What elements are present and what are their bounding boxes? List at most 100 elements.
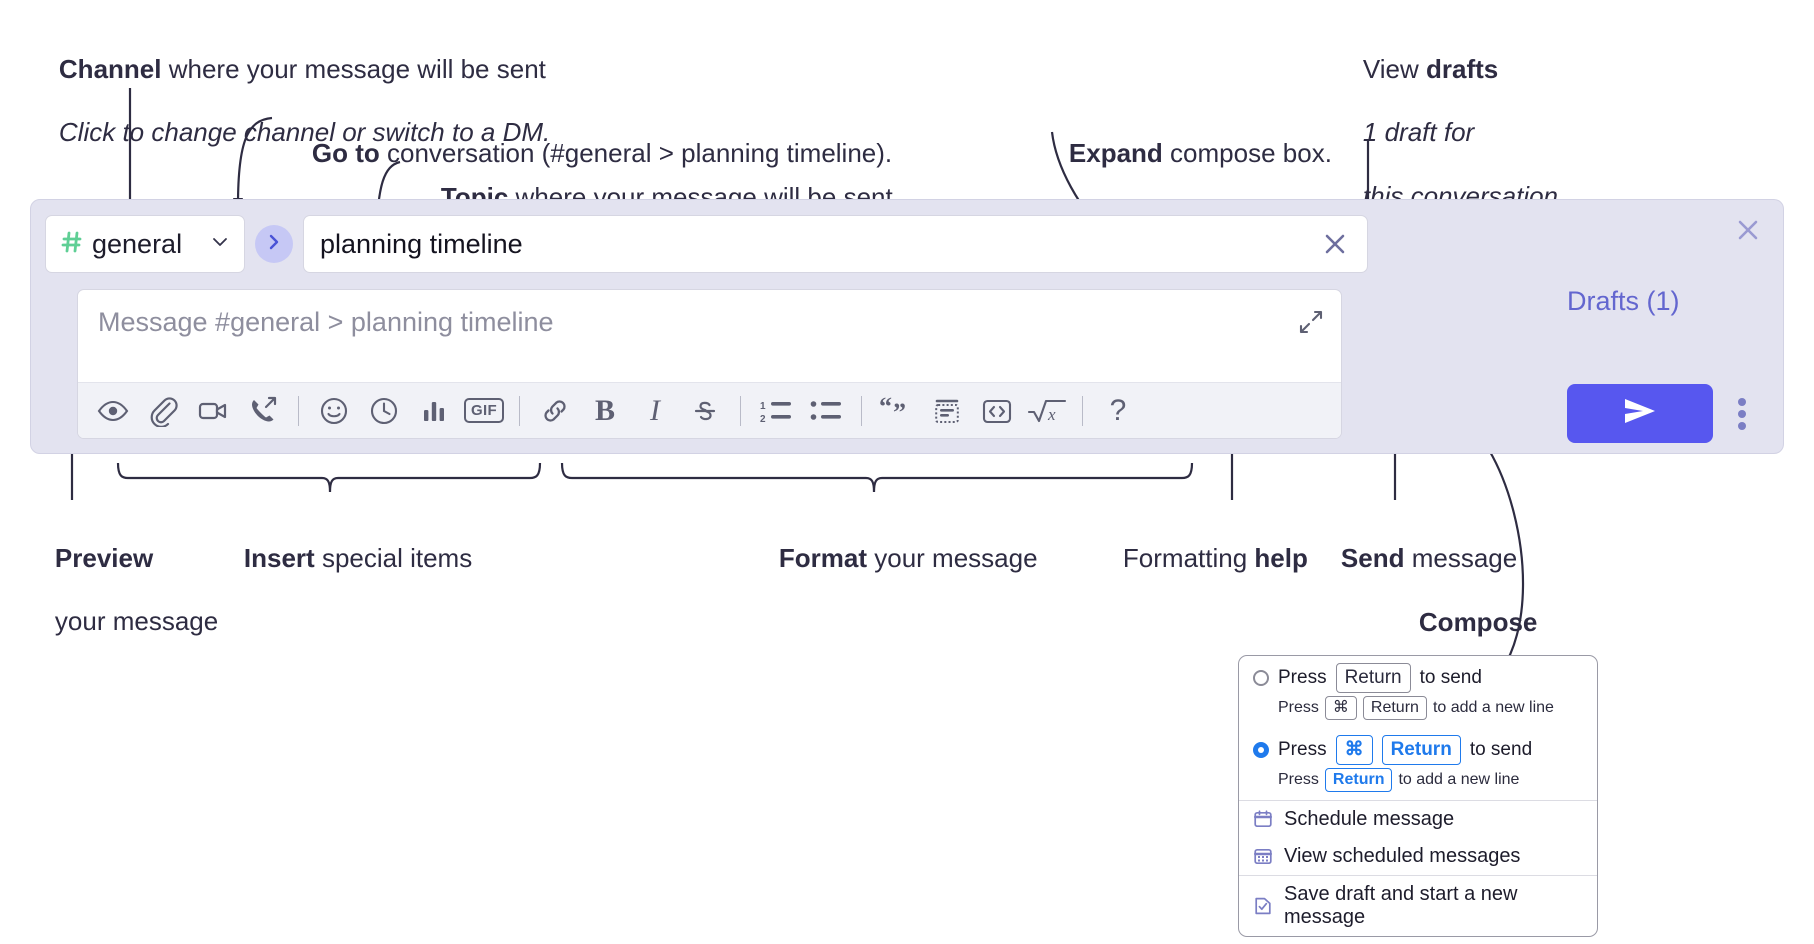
annotation-help-plain: Formatting: [1122, 542, 1255, 573]
svg-text:x: x: [1047, 405, 1056, 424]
annotation-drafts-line1: 1 draft for: [1362, 117, 1475, 148]
toolbar-divider: [861, 395, 862, 426]
send-option-cmd-return-sub: Press Return to add a new line: [1239, 766, 1597, 800]
bold-icon[interactable]: B: [580, 387, 630, 435]
expand-compose-icon[interactable]: [1295, 306, 1327, 338]
annotation-preview-line2: your message: [54, 606, 219, 637]
math-sqrt-icon[interactable]: x: [1022, 387, 1072, 435]
compose-options-button[interactable]: [1727, 396, 1757, 432]
radio-return[interactable]: [1253, 669, 1269, 686]
menu-item-view-scheduled[interactable]: View scheduled messages: [1239, 838, 1597, 875]
send-button[interactable]: [1567, 384, 1713, 443]
topic-input[interactable]: planning timeline: [303, 215, 1368, 273]
option1-sub-tail: to add a new line: [1432, 698, 1554, 716]
option2-sub-key-return: Return: [1324, 767, 1393, 792]
paperclip-icon[interactable]: [138, 387, 188, 435]
drafts-link[interactable]: Drafts (1): [1567, 286, 1680, 316]
bullet-list-icon[interactable]: [801, 387, 851, 435]
annotation-format-bold: Format: [778, 542, 868, 573]
close-icon[interactable]: [1731, 213, 1765, 247]
blockquote-icon[interactable]: “ ”: [872, 387, 922, 435]
message-input[interactable]: Message #general > planning timeline: [78, 290, 1341, 383]
menu-item-schedule-message[interactable]: Schedule message: [1239, 801, 1597, 838]
channel-selector[interactable]: general: [45, 215, 245, 273]
calendar-grid-icon: [1253, 846, 1273, 866]
toolbar-divider: [519, 395, 520, 426]
option1-tail-label: to send: [1419, 666, 1482, 688]
annotation-send-bold: Send: [1340, 542, 1405, 573]
italic-glyph: I: [650, 393, 660, 427]
option2-sub-press: Press: [1278, 770, 1319, 788]
kebab-dot: [1738, 398, 1746, 406]
poll-bars-icon[interactable]: [409, 387, 459, 435]
annotation-compose-options-line1: Compose: [1418, 606, 1538, 637]
annotation-goto: Go to conversation (#general > planning …: [283, 106, 892, 201]
svg-text:“: “: [879, 396, 892, 421]
svg-text:”: ”: [893, 398, 906, 426]
annotation-channel-rest: where your message will be sent: [161, 53, 546, 84]
send-option-cmd-return[interactable]: Press ⌘ Return to send: [1239, 728, 1597, 766]
question-mark-icon[interactable]: ?: [1093, 387, 1143, 435]
chevron-down-icon: [210, 232, 230, 257]
menu-item-label: Schedule message: [1284, 807, 1455, 830]
strikethrough-icon[interactable]: [680, 387, 730, 435]
chevron-right-icon: [265, 233, 283, 256]
menu-divider: [1239, 874, 1597, 876]
annotation-format-rest: your message: [867, 542, 1038, 573]
clear-topic-icon[interactable]: [1319, 228, 1351, 260]
svg-text:2: 2: [760, 414, 766, 425]
send-paper-plane-icon: [1619, 395, 1661, 432]
annotation-expand-bold: Expand: [1068, 137, 1163, 168]
gif-label: GIF: [464, 398, 504, 423]
compose-panel: general planning timeline: [30, 199, 1784, 454]
menu-divider: [1239, 799, 1597, 801]
channel-name: general: [92, 228, 183, 259]
emoji-icon[interactable]: [309, 387, 359, 435]
option2-sub-tail: to add a new line: [1398, 770, 1520, 788]
annotation-preview-bold: Preview: [54, 542, 154, 573]
annotation-expand: Expand compose box.: [1040, 106, 1332, 201]
phone-call-icon[interactable]: [238, 387, 288, 435]
help-glyph: ?: [1109, 393, 1127, 427]
option2-tail-label: to send: [1469, 738, 1533, 760]
annotation-preview: Preview your message: [26, 511, 218, 670]
go-to-conversation-button[interactable]: [255, 225, 293, 263]
save-draft-icon: [1253, 896, 1273, 916]
annotation-send-rest: message: [1404, 542, 1518, 573]
compose-header-row: general planning timeline: [45, 215, 1368, 273]
message-compose-block: Message #general > planning timeline: [77, 289, 1342, 439]
formatting-toolbar: GIF B I: [78, 382, 1341, 438]
topic-value: planning timeline: [320, 228, 523, 259]
code-block-icon[interactable]: [922, 387, 972, 435]
annotation-format: Format your message: [750, 511, 1038, 606]
option2-press-label: Press: [1278, 738, 1327, 760]
ordered-list-icon[interactable]: 1 2: [751, 387, 801, 435]
compose-options-menu: Press Return to send Press ⌘ Return to a…: [1238, 655, 1598, 937]
italic-icon[interactable]: I: [630, 387, 680, 435]
menu-item-label: View scheduled messages: [1284, 844, 1521, 867]
annotation-help-bold: help: [1254, 542, 1308, 573]
gif-icon[interactable]: GIF: [459, 387, 509, 435]
link-icon[interactable]: [530, 387, 580, 435]
kebab-dot: [1738, 410, 1746, 418]
message-placeholder: Message #general > planning timeline: [98, 307, 554, 337]
hash-icon: [60, 230, 84, 259]
option1-key-return: Return: [1335, 663, 1411, 693]
video-camera-icon[interactable]: [188, 387, 238, 435]
menu-item-save-draft[interactable]: Save draft and start a new message: [1239, 876, 1597, 936]
annotation-drafts-bold: drafts: [1426, 53, 1499, 84]
annotation-drafts-plain: View: [1362, 53, 1427, 84]
eye-icon[interactable]: [88, 387, 138, 435]
clock-icon[interactable]: [359, 387, 409, 435]
menu-item-label: Save draft and start a new message: [1284, 882, 1518, 928]
kebab-dot: [1738, 422, 1746, 430]
toolbar-divider: [298, 395, 299, 426]
send-option-return[interactable]: Press Return to send: [1239, 656, 1597, 694]
inline-code-icon[interactable]: [972, 387, 1022, 435]
svg-text:1: 1: [760, 401, 766, 412]
annotation-insert-rest: special items: [314, 542, 473, 573]
option1-sub-press: Press: [1278, 698, 1319, 716]
bold-glyph: B: [594, 393, 615, 427]
radio-cmd-return[interactable]: [1253, 741, 1269, 758]
